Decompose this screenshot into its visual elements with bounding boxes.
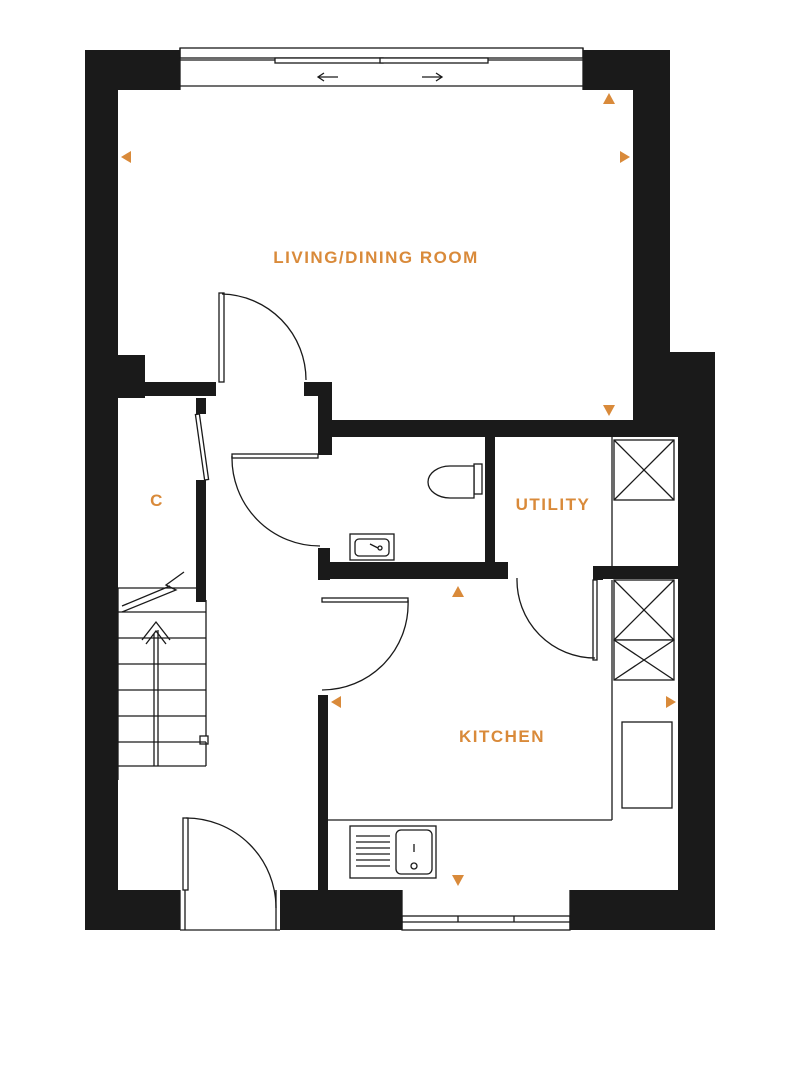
kitchen-units	[328, 579, 675, 879]
room-label-utility: UTILITY	[516, 495, 591, 514]
dimension-arrow-icon	[331, 696, 341, 708]
dimension-arrow-icon	[452, 586, 464, 597]
sink-icon	[349, 825, 437, 879]
doors	[179, 292, 598, 931]
top-sliding-door	[179, 47, 584, 90]
appliance-cross-icon	[613, 439, 675, 501]
dimension-arrow-icon	[666, 696, 676, 708]
dimension-arrow-icon	[603, 405, 615, 416]
appliance-cross-icon	[613, 579, 675, 681]
sliding-door-arrows-icon	[316, 72, 444, 82]
room-label-kitchen: KITCHEN	[459, 727, 545, 746]
utility-worktop	[611, 437, 675, 566]
stair-arrow-icon	[141, 620, 171, 766]
room-label-living-dining: LIVING/DINING ROOM	[273, 248, 479, 267]
basin-icon	[349, 533, 395, 561]
bottom-window	[401, 890, 571, 931]
dimension-arrow-icon	[452, 875, 464, 886]
dimension-arrow-icon	[121, 151, 131, 163]
dimension-arrow-icon	[603, 93, 615, 104]
dimension-arrow-icon	[620, 151, 630, 163]
room-label-cupboard: C	[150, 491, 164, 510]
toilet-icon	[427, 463, 483, 499]
external-walls	[85, 50, 715, 930]
dimension-arrows	[121, 93, 676, 886]
internal-walls	[118, 382, 678, 890]
hob	[621, 721, 673, 809]
staircase	[117, 571, 209, 780]
